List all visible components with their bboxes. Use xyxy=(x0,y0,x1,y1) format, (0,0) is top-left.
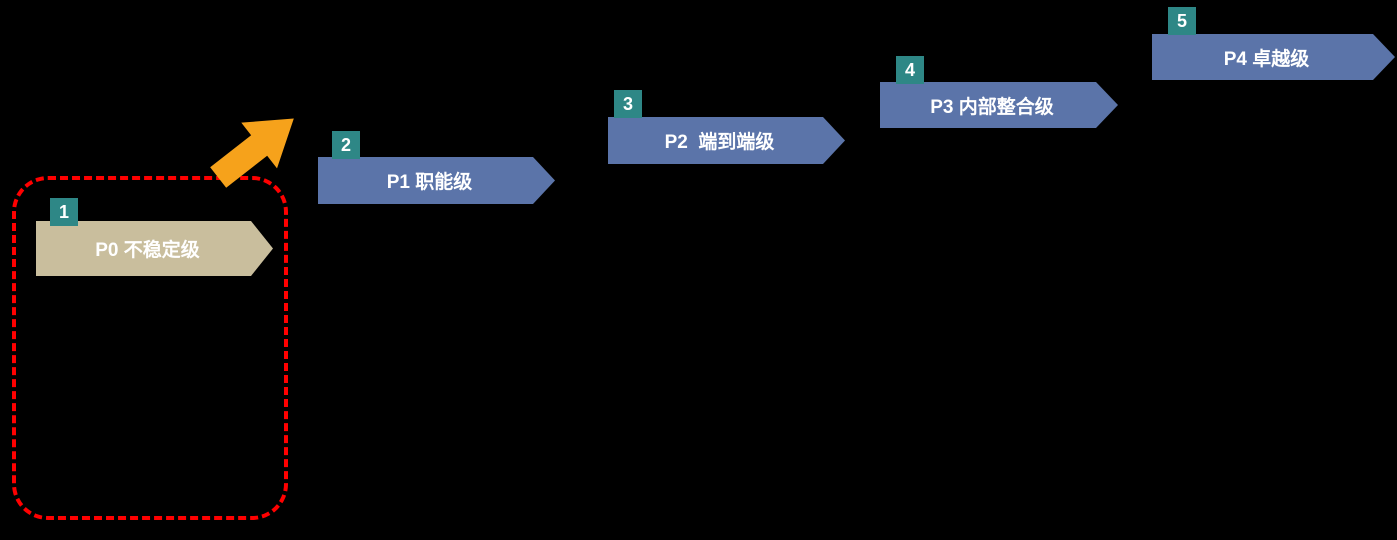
step-chevron-p0: P0 不稳定级 xyxy=(36,221,273,276)
step-label-p0: P0 不稳定级 xyxy=(95,240,200,261)
step-label-p4: P4 卓越级 xyxy=(1223,48,1310,70)
step-p0: 1 P0 不稳定级 xyxy=(36,198,276,278)
step-label-p1: P1 职能级 xyxy=(386,172,473,193)
up-arrow-icon xyxy=(210,118,294,188)
step-label-p3: P3 内部整合级 xyxy=(930,96,1054,118)
highlight-dashed-box xyxy=(12,176,288,520)
step-chevron-p3: P3 内部整合级 xyxy=(880,82,1118,128)
step-badge-5: 5 xyxy=(1168,7,1196,35)
step-p4: 5 P4 卓越级 xyxy=(1152,7,1397,81)
step-chevron-p4: P4 卓越级 xyxy=(1152,34,1395,80)
step-chevron-p2: P2 端到端级 xyxy=(608,117,845,164)
step-badge-2: 2 xyxy=(332,131,360,159)
step-badge-4: 4 xyxy=(896,56,924,84)
step-p1: 2 P1 职能级 xyxy=(318,131,558,206)
step-chevron-p1: P1 职能级 xyxy=(318,157,555,204)
step-badge-1: 1 xyxy=(50,198,78,226)
step-p3: 4 P3 内部整合级 xyxy=(880,56,1120,129)
step-badge-3: 3 xyxy=(614,90,642,118)
step-p2: 3 P2 端到端级 xyxy=(608,90,848,165)
step-label-p2: P2 端到端级 xyxy=(664,132,775,153)
